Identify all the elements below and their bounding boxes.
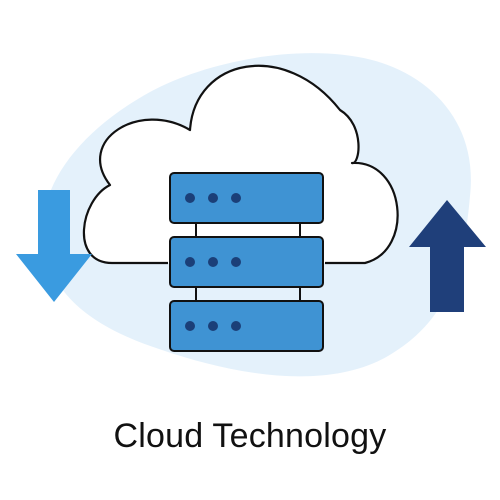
server-unit-body — [169, 172, 324, 224]
server-led — [185, 193, 195, 203]
server-unit-body — [169, 300, 324, 352]
server-led — [185, 257, 195, 267]
server-led — [208, 321, 218, 331]
caption-title: Cloud Technology — [113, 417, 387, 455]
server-rack-icon — [169, 172, 324, 352]
server-unit — [169, 300, 324, 352]
server-led — [231, 321, 241, 331]
server-unit-body — [169, 236, 324, 288]
server-led — [231, 193, 241, 203]
arrow-down-icon — [16, 190, 92, 302]
server-unit — [169, 236, 324, 288]
server-led — [185, 321, 195, 331]
server-led — [208, 193, 218, 203]
server-led — [231, 257, 241, 267]
server-led — [208, 257, 218, 267]
arrow-up-icon — [409, 200, 486, 312]
server-unit — [169, 172, 324, 224]
